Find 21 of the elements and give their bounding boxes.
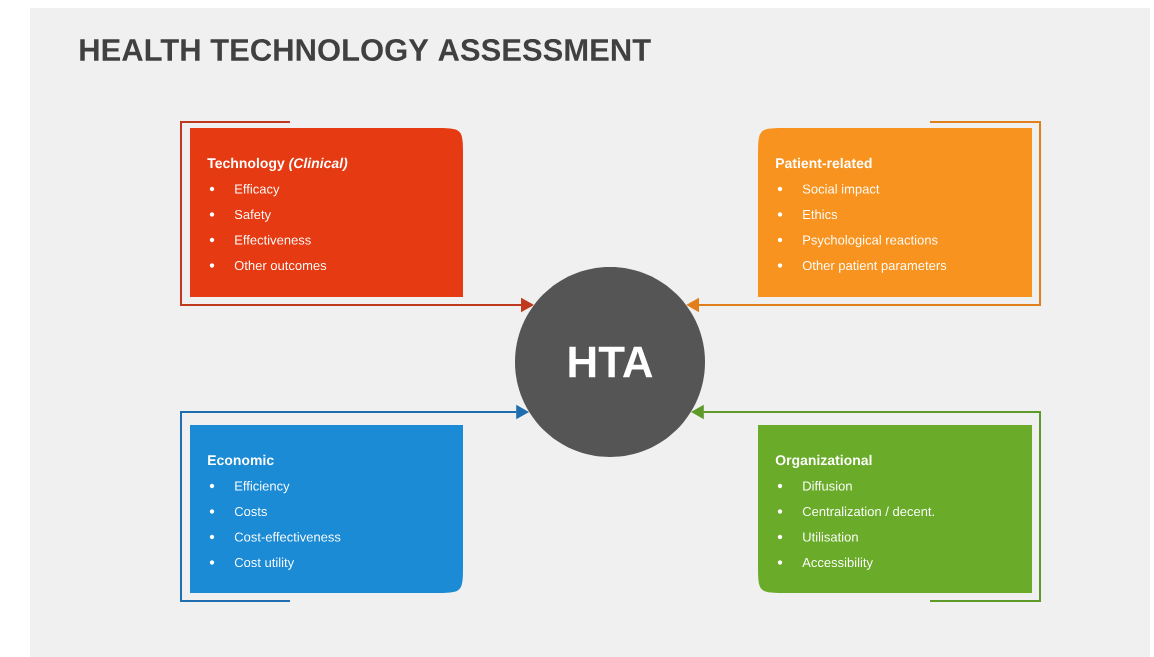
bullet-item: Cost utility <box>234 557 295 570</box>
bullet-item: Utilisation <box>803 532 858 542</box>
box-heading: Economic <box>208 454 274 466</box>
bullet-item: Efficiency <box>235 481 290 494</box>
bullet-item: Costs <box>234 506 267 517</box>
box-heading: Patient-related <box>776 157 872 169</box>
box-heading: Technology (Clinical) <box>207 157 348 171</box>
bullet-item: Social impact <box>802 184 880 197</box>
bullet-item: Centralization / decent. <box>802 506 934 517</box>
bullet-item: Cost-effectiveness <box>234 532 341 542</box>
bullet-item: Other patient parameters <box>802 260 947 273</box>
bullet-item: Safety <box>234 209 272 222</box>
bullet-item: Effectiveness <box>235 235 311 245</box>
title: HEALTH TECHNOLOGY ASSESSMENT <box>80 39 651 61</box>
bullet-item: Other outcomes <box>234 260 327 271</box>
bullet-item: Psychological reactions <box>803 235 938 248</box>
bullet-item: Diffusion <box>803 481 852 491</box>
bullet-item: Ethics <box>803 209 838 220</box>
bullet-item: Accessibility <box>802 557 873 570</box>
box-heading: Organizational <box>775 454 872 468</box>
bullet-item: Efficacy <box>235 184 280 197</box>
